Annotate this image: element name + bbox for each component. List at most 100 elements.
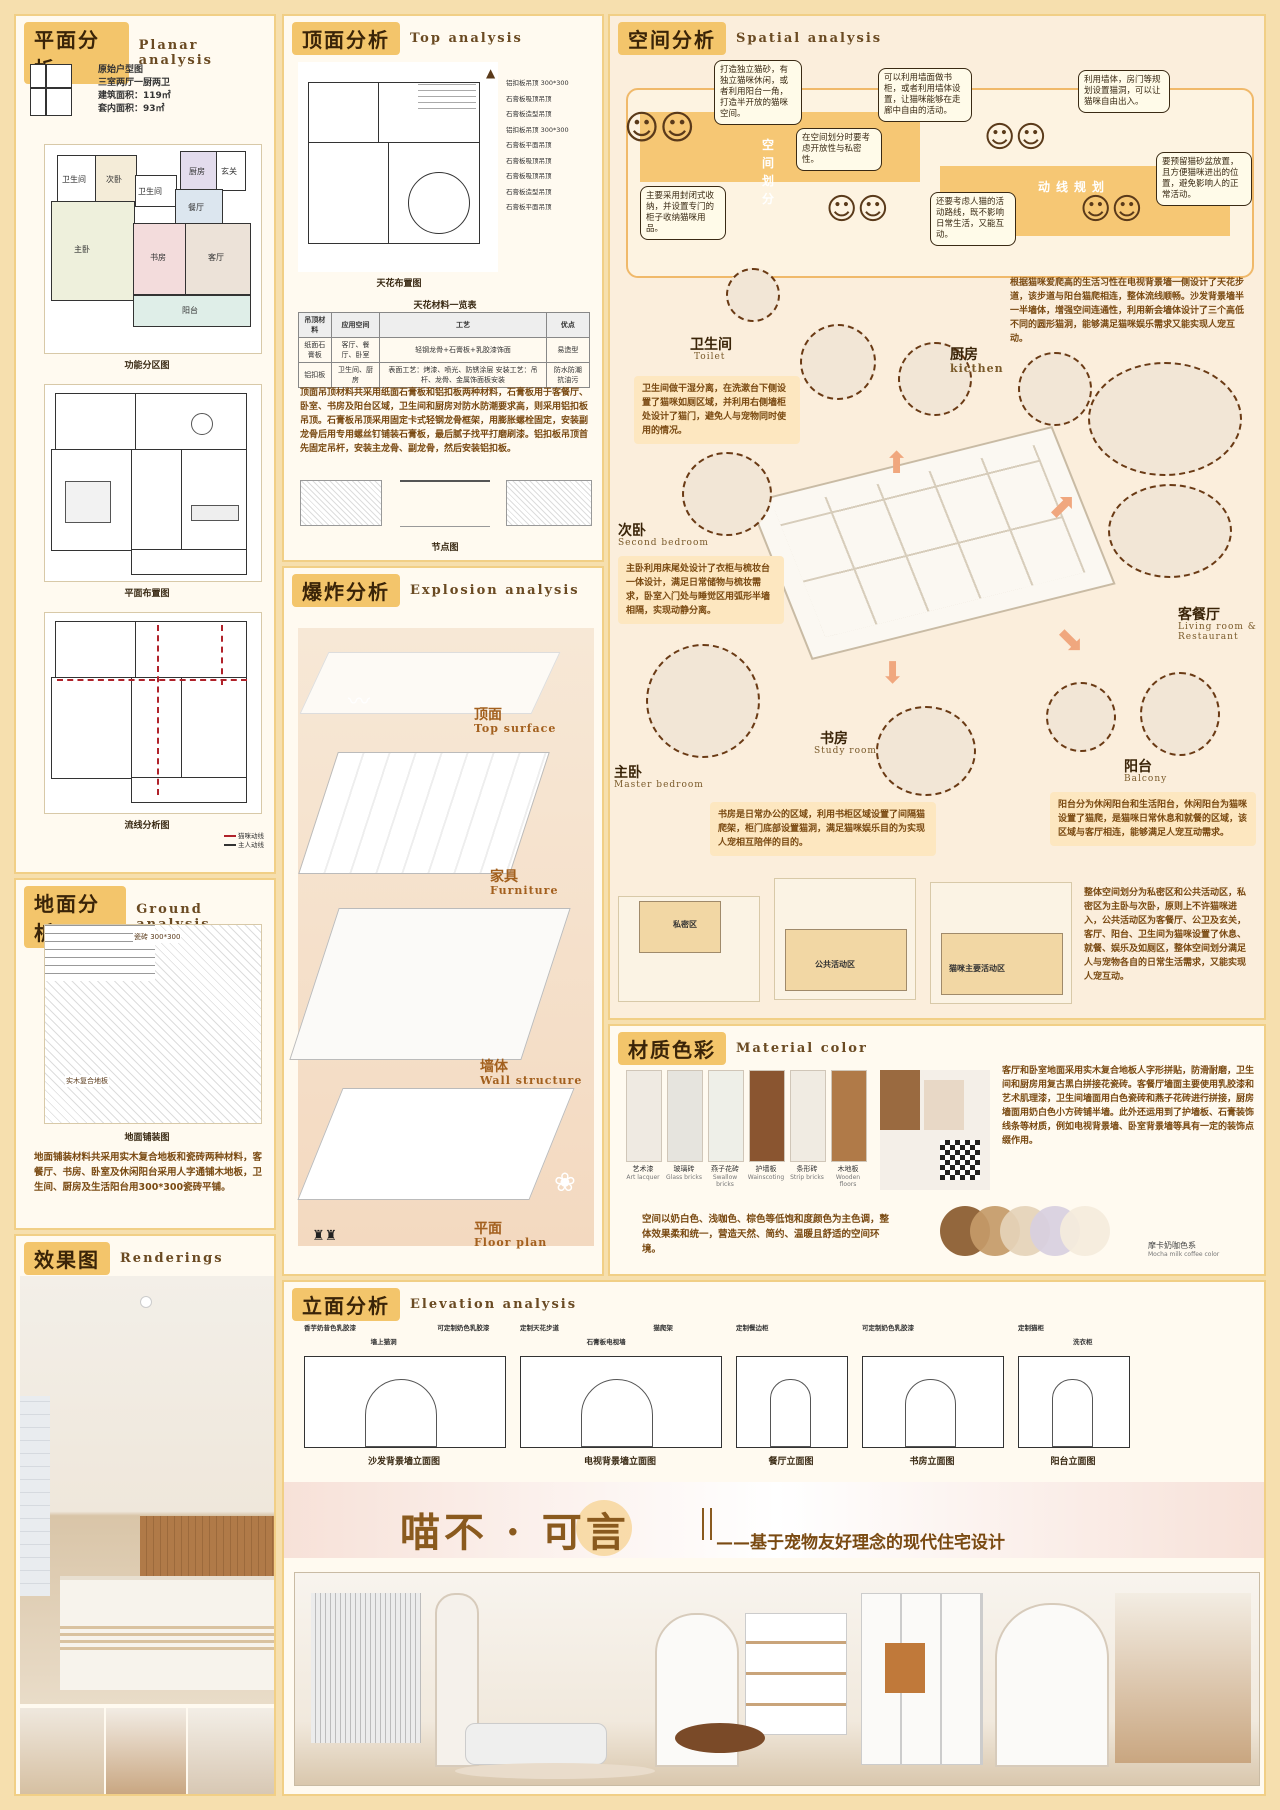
flow-room-f: [131, 777, 247, 803]
arrow-downright-icon: ⬊: [1056, 620, 1085, 660]
material-body-text-2: 空间以奶白色、浅咖色、棕色等低饱和度颜色为主色调，整体效果柔和统一，营造天然、简…: [642, 1214, 890, 1255]
explosion-analysis-panel: 爆炸分析 Explosion analysis 〰 ❀ ♜♜ 顶面 Top su…: [282, 566, 604, 1276]
layer-floor-en: Floor plan: [474, 1236, 548, 1249]
swatch-name-cn: 玻璃砖: [673, 1165, 695, 1173]
dining-circle: [1018, 352, 1092, 426]
bubble-7: 还要考虑人猫的活动路线，既不影响日常生活，又能互动。: [930, 192, 1016, 246]
zone-plan-cat: 猫咪主要活动区: [930, 882, 1072, 1004]
bubble-5: 要预留猫砂盆放置，且方便猫咪进出的位置，避免影响人的正常活动。: [1156, 152, 1252, 206]
public-zone-label: 公共活动区: [815, 960, 855, 969]
panorama-rug: [455, 1763, 655, 1779]
balcony-circle-1: [1046, 682, 1116, 752]
master-bedroom-circle: [646, 644, 760, 758]
vertical-label: 空间划分: [762, 138, 775, 206]
ceiling-room-a: [308, 82, 380, 144]
function-zoning-plan: 卫生间 次卧 厨房 玄关 卫生间 餐厅 主卧 书房 客厅 阳台: [44, 144, 262, 354]
living-label-cn: 客餐厅: [1178, 607, 1220, 623]
zone-plan-public: 公共活动区: [774, 878, 916, 1000]
furniture-layout-caption: 平面布置图: [124, 589, 170, 599]
dining-table-icon: [191, 413, 213, 435]
rendering-thumb-3: [188, 1708, 274, 1794]
material-swatch: [790, 1070, 826, 1162]
rendering-thumb-1: [20, 1708, 104, 1794]
layer-wall-cn: 墙体: [480, 1059, 508, 1075]
floor-paving-plan: 瓷砖 300*300 实木复合地板: [44, 924, 262, 1124]
zone-second-bedroom: 次卧: [95, 155, 137, 203]
panorama-bedroom: [1115, 1593, 1251, 1763]
swatch-name-cn: 燕子花砖: [711, 1165, 739, 1173]
flow-room-e: [181, 677, 247, 779]
elevation-drawing: [1018, 1356, 1130, 1448]
elevation-drawing: [736, 1356, 848, 1448]
material-title: 材质色彩 Material color: [618, 1032, 868, 1065]
ceiling-plan: ▲: [298, 62, 498, 272]
balcony-label-cn: 阳台: [1124, 759, 1152, 775]
ceiling-analysis-panel: 顶面分析 Top analysis ▲ 铝扣板吊顶 300*300 石膏板吸顶吊…: [282, 14, 604, 562]
elevation-tag: 定制猫柜: [1018, 1324, 1044, 1332]
elevation-tag: 洗衣柜: [1073, 1338, 1093, 1346]
elevation-title: 立面分析 Elevation analysis: [292, 1288, 577, 1321]
title-double-bar: [702, 1508, 712, 1540]
wood-label: 实木复合地板: [65, 1075, 109, 1087]
material-swatch: [667, 1070, 703, 1162]
explosion-title: 爆炸分析 Explosion analysis: [292, 574, 580, 607]
elevation-caption: 电视背景墙立面图: [583, 1457, 656, 1467]
tile-label: 瓷砖 300*300: [133, 931, 182, 943]
bubble-4: 在空间划分时要考虑开放性与私密性。: [796, 128, 882, 171]
node-details: [300, 474, 592, 530]
elevation-tag: 定制餐边柜: [736, 1324, 769, 1332]
swatch-name-en: Glass bricks: [666, 1174, 702, 1181]
elevation-caption: 阳台立面图: [1050, 1457, 1096, 1467]
toilet-note: 卫生间做干湿分离，在洗漱台下侧设置了猫咪如厕区域，并利用右侧墙柜处设计了猫门，避…: [634, 376, 800, 444]
elevation-tag: 香芋奶昔色乳胶漆: [304, 1324, 356, 1332]
node-caption: 节点图: [431, 543, 459, 553]
kitchen-label-cn: 厨房: [950, 347, 978, 363]
study-label-cn: 书房: [820, 731, 848, 747]
title-sun-icon: [576, 1500, 632, 1556]
bed-icon: [65, 481, 111, 523]
elevation-arch: [581, 1379, 653, 1447]
zone-bath2: 卫生间: [135, 175, 177, 207]
bubble-6: 主要采用封闭式收纳，并设置专门的柜子收纳猫咪用品。: [640, 186, 726, 240]
swatch-name-cn: 艺术漆: [632, 1165, 654, 1173]
flow-legend: 猫咪动线 主人动线: [223, 832, 264, 850]
explosion-floor-layer: [297, 1088, 575, 1200]
layout-room-f: [131, 549, 247, 575]
study-circle: [876, 706, 976, 796]
explosion-wall-layer: [289, 908, 571, 1060]
people-icon-4: ☺☺: [1080, 192, 1143, 227]
cat-route-line-vertical-2: [221, 625, 223, 685]
flow-room-a: [55, 621, 137, 679]
material-moodboard: [880, 1070, 990, 1190]
arrow-right-icon: ⬈: [1048, 486, 1077, 526]
private-zone-label: 私密区: [673, 920, 697, 929]
elevation-arch: [365, 1379, 437, 1447]
public-zone-fill: [785, 929, 907, 991]
seagull-icon: 〰: [348, 690, 371, 715]
swatch-name-en: Wainscoting: [747, 1174, 785, 1181]
elevation-tag: 可定制奶色乳胶漆: [862, 1324, 914, 1332]
kitchen-circle: [898, 342, 972, 416]
swatch-name-en: Swallow bricks: [712, 1174, 738, 1188]
study-note: 书房是日常办公的区域，利用书柜区域设置了间隔猫爬架，柜门底部设置猫洞，满足猫咪娱…: [710, 802, 936, 856]
living-circle: [1088, 362, 1242, 476]
spatial-right-note: 根据猫咪爱爬高的生活习性在电视背景墙一侧设计了天花步道，该步道与阳台猫爬相连，整…: [1010, 278, 1245, 344]
spatial-analysis-panel: 空间分析 Spatial analysis 空间划分 动线规划 打造独立猫砂，有…: [608, 14, 1266, 1020]
panorama-arch-3: [995, 1603, 1109, 1767]
bedroom-rendering: [20, 1276, 274, 1704]
elevation-drawing: [304, 1356, 506, 1448]
arch-window: [20, 1396, 50, 1596]
palette-label: 摩卡奶咖色系 Mocha milk coffee color: [1148, 1241, 1220, 1258]
furniture-layout-plan: [44, 384, 262, 582]
layout-room-d: [131, 449, 183, 551]
spatial-title: 空间分析 Spatial analysis: [618, 22, 882, 55]
main-title: 喵不 · 可言: [400, 1509, 630, 1556]
master-label-en: Master bedroom: [614, 780, 704, 790]
title-band: [284, 1482, 1264, 1558]
elevation-arch: [1052, 1379, 1093, 1447]
bubble-2: 可以利用墙面做书柜，或者利用墙体设置，让猫咪能够在走廊中自由的活动。: [878, 68, 972, 122]
renderings-panel: 效果图 Renderings: [14, 1234, 276, 1796]
palette-circle: [1060, 1206, 1110, 1256]
